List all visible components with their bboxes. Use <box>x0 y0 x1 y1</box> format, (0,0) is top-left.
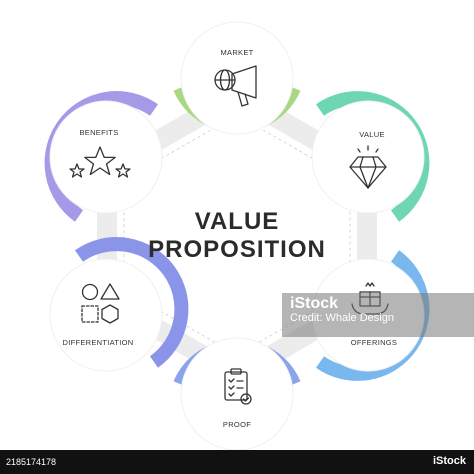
diamond-icon <box>349 145 387 189</box>
node-label-differentiation: DIFFERENTIATION <box>62 338 134 347</box>
node-label-benefits: BENEFITS <box>79 128 119 137</box>
megaphone-globe-icon <box>214 65 257 107</box>
watermark-overlay: iStock Credit: Whale Design <box>282 293 474 337</box>
shapes-icon <box>81 283 120 324</box>
footer-bar: 2185174178 iStock <box>0 450 474 474</box>
node-proof-circle <box>180 337 294 451</box>
diagram-title-line1: VALUE <box>194 208 280 235</box>
watermark-brand: iStock <box>290 295 339 312</box>
three-stars-icon <box>69 146 131 178</box>
node-differentiation-circle <box>49 258 163 372</box>
node-label-offerings: OFFERINGS <box>350 338 398 347</box>
footer-logo: iStock <box>432 455 466 467</box>
node-market-circle <box>180 21 294 135</box>
checklist-clipboard-icon <box>224 368 252 405</box>
node-label-market: MARKET <box>220 48 254 57</box>
diagram-title-line2: PROPOSITION <box>148 236 326 263</box>
footer-image-id: 2185174178 <box>6 457 57 467</box>
arc-differentiation <box>74 237 189 368</box>
node-label-proof: PROOF <box>222 420 252 429</box>
watermark-credit: Credit: Whale Design <box>290 312 394 324</box>
node-label-value: VALUE <box>359 130 385 139</box>
